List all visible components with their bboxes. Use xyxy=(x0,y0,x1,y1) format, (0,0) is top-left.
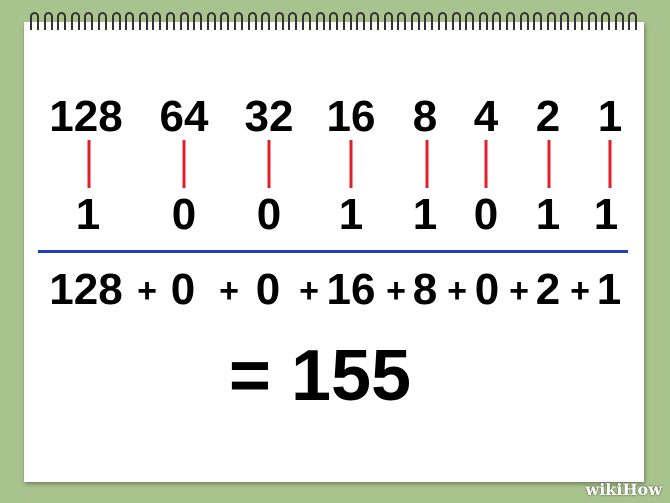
spiral-ring xyxy=(397,12,407,30)
place-value: 32 xyxy=(244,92,294,141)
spiral-ring xyxy=(383,12,393,30)
connector-tick xyxy=(425,140,429,188)
place-value: 128 xyxy=(49,92,123,141)
spiral-ring xyxy=(247,12,257,30)
spiral-ring xyxy=(614,12,624,30)
spiral-ring xyxy=(546,12,556,30)
connector-tick xyxy=(484,140,488,188)
divider-line xyxy=(38,250,628,253)
binary-digit: 0 xyxy=(256,190,282,239)
connector-tick xyxy=(87,140,91,188)
spiral-ring xyxy=(57,12,67,30)
spiral-ring xyxy=(410,12,420,30)
spiral-ring xyxy=(43,12,53,30)
plus-operator: + xyxy=(137,272,157,310)
spiral-ring xyxy=(30,12,39,30)
spiral-ring xyxy=(587,12,597,30)
sum-term: 0 xyxy=(170,265,196,314)
spiral-ring xyxy=(261,12,271,30)
spiral-ring xyxy=(166,12,175,30)
spiral-ring xyxy=(234,12,243,30)
binary-digit: 1 xyxy=(412,190,438,239)
binary-digit: 1 xyxy=(593,190,619,239)
place-value: 16 xyxy=(326,92,376,141)
place-value: 64 xyxy=(159,92,209,141)
spiral-ring xyxy=(315,12,325,30)
sum-term: 1 xyxy=(596,265,622,314)
spiral-ring xyxy=(519,12,529,30)
spiral-ring xyxy=(302,12,311,30)
sum-term: 2 xyxy=(535,265,561,314)
spiral-ring xyxy=(465,12,475,30)
spiral-ring xyxy=(478,12,488,30)
spiral-ring xyxy=(193,12,203,30)
spiral-ring xyxy=(424,12,434,30)
spiral-ring xyxy=(356,12,366,30)
spiral-ring xyxy=(628,12,638,30)
sum-term: 0 xyxy=(474,265,500,314)
notebook-spiral xyxy=(30,12,642,34)
spiral-ring xyxy=(98,12,107,30)
spiral-ring xyxy=(342,12,352,30)
binary-digit: 0 xyxy=(171,190,197,239)
spiral-ring xyxy=(574,12,583,30)
plus-operator: + xyxy=(570,272,590,310)
sum-term: 0 xyxy=(255,265,281,314)
plus-operator: + xyxy=(447,272,467,310)
spiral-ring xyxy=(138,12,148,30)
spiral-ring xyxy=(84,12,94,30)
binary-digit: 1 xyxy=(535,190,561,239)
spiral-ring xyxy=(288,12,298,30)
sum-term: 128 xyxy=(49,265,123,314)
place-value: 4 xyxy=(473,92,499,141)
spiral-ring xyxy=(125,12,135,30)
spiral-ring xyxy=(451,12,461,30)
plus-operator: + xyxy=(509,272,529,310)
connector-tick xyxy=(608,140,612,188)
connector-tick xyxy=(547,140,551,188)
result-total: = 155 xyxy=(228,336,412,416)
spiral-ring xyxy=(560,12,570,30)
place-value: 8 xyxy=(412,92,438,141)
place-value: 1 xyxy=(597,92,623,141)
place-value: 2 xyxy=(535,92,561,141)
spiral-ring xyxy=(370,12,379,30)
spiral-ring xyxy=(220,12,230,30)
spiral-ring xyxy=(70,12,80,30)
spiral-ring xyxy=(533,12,543,30)
binary-digit: 0 xyxy=(473,190,499,239)
spiral-ring xyxy=(601,12,611,30)
sum-term: 8 xyxy=(412,265,438,314)
binary-digit: 1 xyxy=(338,190,364,239)
spiral-ring xyxy=(438,12,447,30)
binary-digit: 1 xyxy=(75,190,101,239)
plus-operator: + xyxy=(219,272,239,310)
spiral-ring xyxy=(179,12,189,30)
plus-operator: + xyxy=(299,272,319,310)
connector-tick xyxy=(349,140,353,188)
spiral-ring xyxy=(274,12,284,30)
connector-tick xyxy=(267,140,271,188)
plus-operator: + xyxy=(386,272,406,310)
sum-term: 16 xyxy=(326,265,376,314)
spiral-ring xyxy=(111,12,121,30)
brand-watermark: wikiHow xyxy=(585,480,662,499)
spiral-ring xyxy=(506,12,515,30)
spiral-ring xyxy=(206,12,216,30)
connector-tick xyxy=(182,140,186,188)
spiral-ring xyxy=(329,12,339,30)
spiral-ring xyxy=(492,12,502,30)
spiral-ring xyxy=(152,12,162,30)
